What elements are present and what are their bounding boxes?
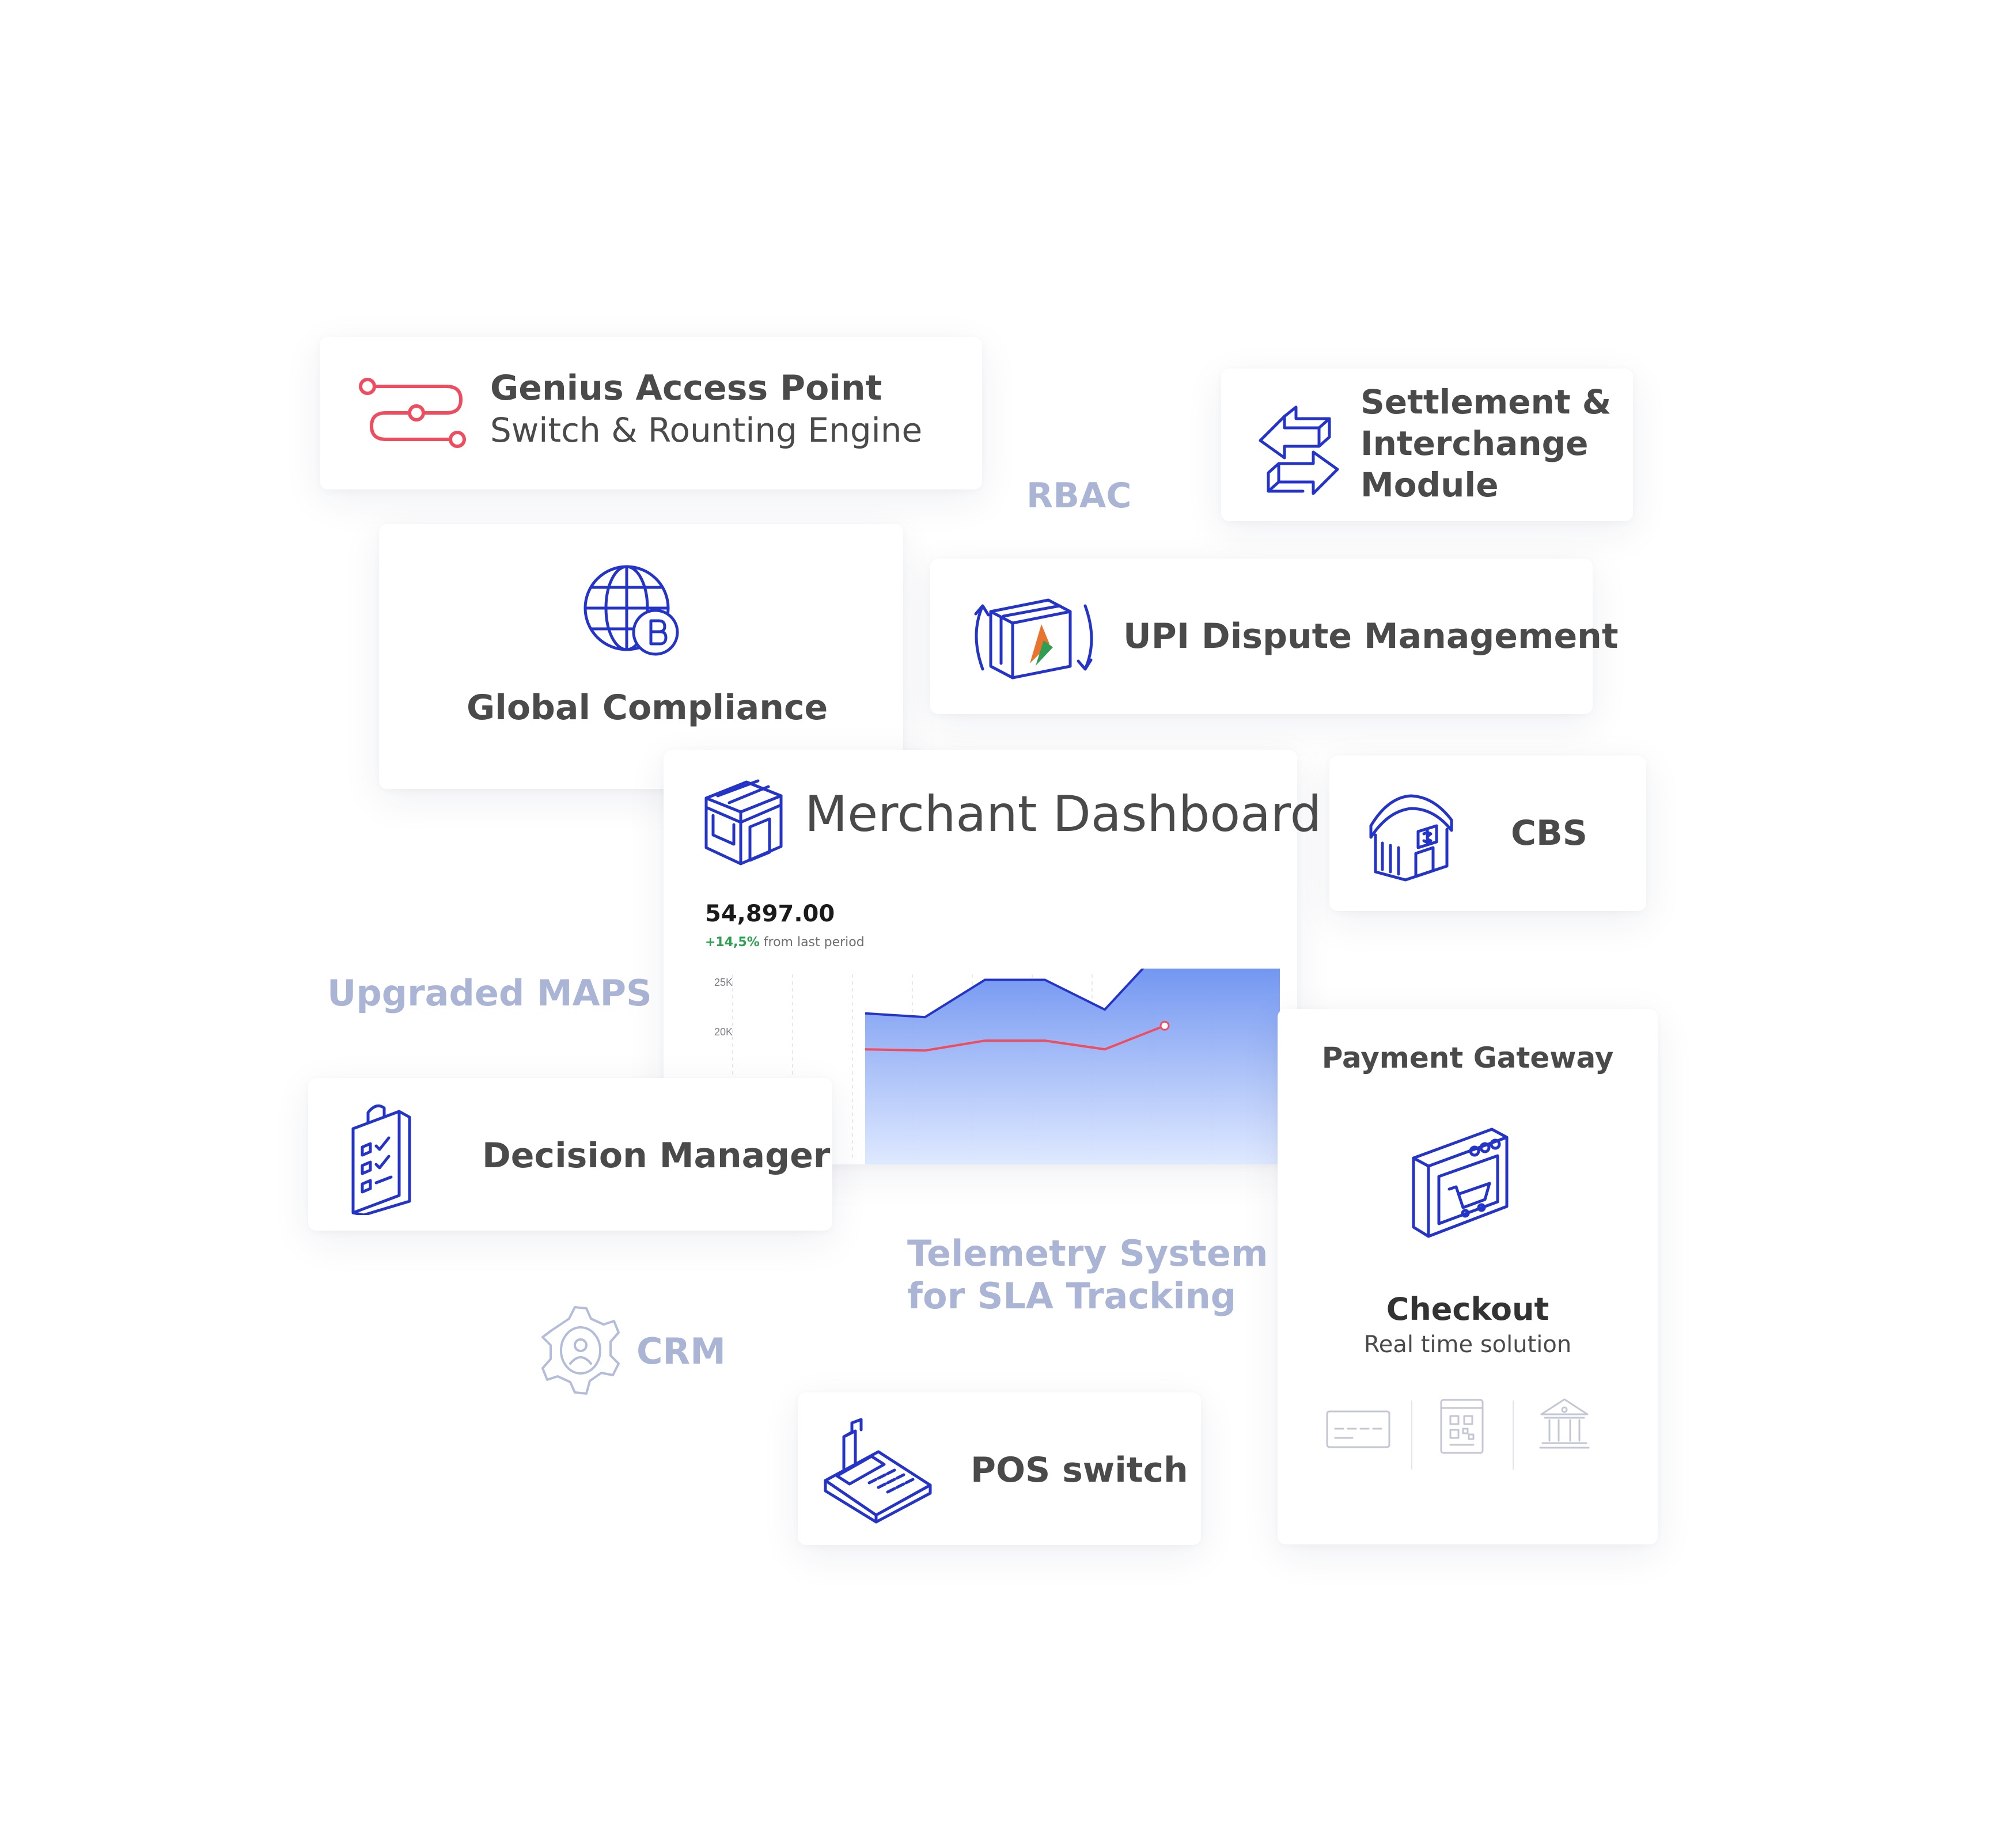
route-switch-icon [359,378,466,448]
settlement-card[interactable]: Settlement & Interchange Module [1221,369,1633,521]
genius-title: Genius Access Point [490,368,882,408]
payment-gateway-title: Payment Gateway [1321,1041,1614,1075]
card-icon [1326,1410,1390,1448]
telemetry-label-line2: for SLA Tracking [907,1275,1237,1317]
checkout-cart-window-icon [1412,1128,1509,1238]
qr-code-icon [1440,1399,1484,1454]
method-divider [1411,1400,1412,1470]
rbac-label: RBAC [1026,476,1132,516]
y-tick-label: 20K [714,1026,733,1038]
payment-gateway-card[interactable]: Payment Gateway Checkout Real time solut… [1278,1009,1658,1544]
global-compliance-card[interactable]: Global Compliance [379,524,903,789]
globe-bitcoin-icon [583,565,679,656]
dashboard-amount: 54,897.00 [705,901,835,927]
bank-building-icon [1369,794,1453,882]
telemetry-label-line1: Telemetry System [907,1232,1268,1274]
crm-label: CRM [636,1330,726,1372]
settlement-line1: Settlement & [1361,382,1612,422]
dashboard-change: +14,5% from last period [705,935,865,950]
decision-manager-title: Decision Manager [482,1136,831,1176]
checkout-subtitle: Real time solution [1363,1331,1572,1358]
merchant-chart: 25K 20K [714,969,1280,1164]
upi-dispute-title: UPI Dispute Management [1123,616,1619,656]
decision-manager-card[interactable]: Decision Manager [308,1078,832,1231]
method-divider [1513,1400,1514,1470]
settlement-line3: Module [1361,465,1499,504]
change-value: +14,5% [705,935,760,950]
pos-switch-title: POS switch [971,1450,1188,1490]
genius-access-point-card[interactable]: Genius Access Point Switch & Rounting En… [320,337,982,489]
upi-dispute-icon [974,598,1093,680]
storefront-icon [704,779,783,866]
upi-dispute-card[interactable]: UPI Dispute Management [930,559,1619,714]
pos-switch-card[interactable]: POS switch [798,1392,1201,1545]
change-suffix: from last period [763,935,865,950]
pos-terminal-icon [824,1418,932,1524]
exchange-arrows-icon [1259,405,1339,495]
settlement-line2: Interchange [1361,424,1589,463]
upgraded-maps-label: Upgraded MAPS [327,972,652,1014]
series-1-line [865,969,1145,1019]
cbs-card[interactable]: CBS [1329,756,1646,911]
cbs-title: CBS [1511,813,1587,853]
y-tick-label: 25K [714,977,733,988]
series-2-point [1159,1020,1170,1031]
merchant-dashboard-title: Merchant Dashboard [805,785,1322,843]
genius-subtitle: Switch & Rounting Engine [490,411,923,450]
clipboard-checklist-icon [351,1104,411,1215]
series-1-area [865,969,1280,1164]
checkout-title: Checkout [1386,1291,1549,1327]
gear-user-icon [541,1306,620,1395]
series-2-line [865,1024,1165,1052]
global-compliance-title: Global Compliance [467,688,828,728]
bank-icon [1539,1398,1590,1449]
